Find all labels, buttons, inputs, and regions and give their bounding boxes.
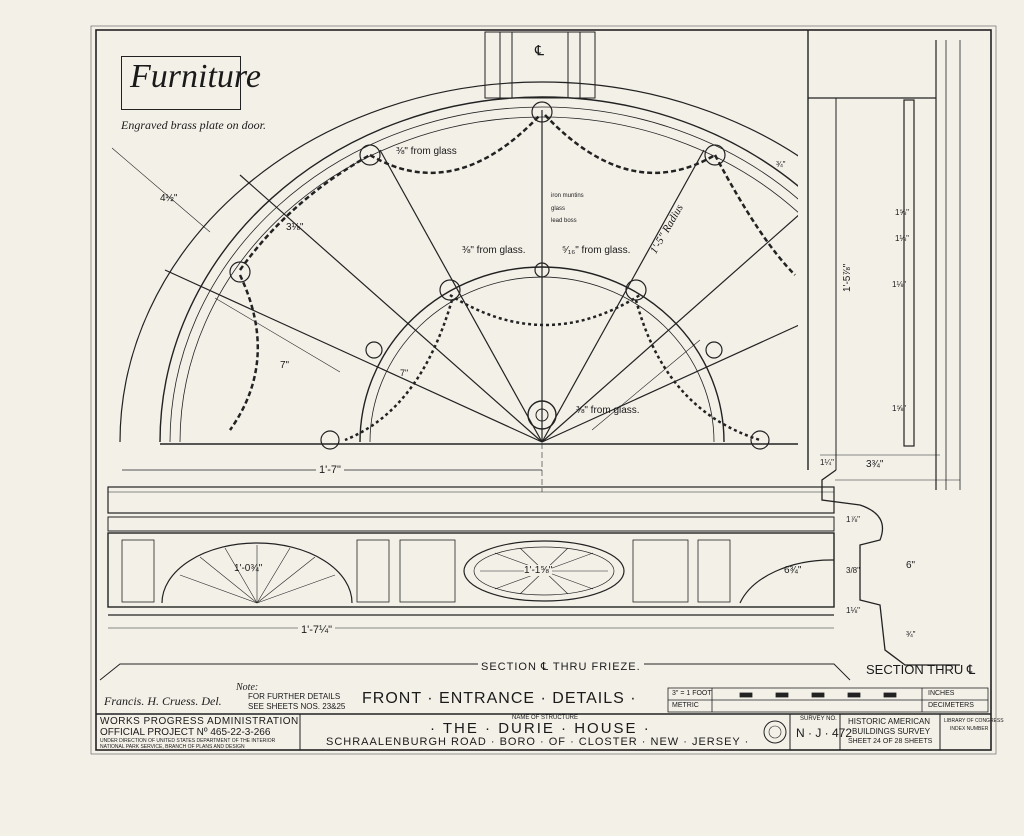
dim-fan-right: 6¾" xyxy=(784,565,802,576)
note-from-glass-1: ⅜" from glass xyxy=(396,146,457,157)
furniture-box xyxy=(121,56,241,110)
scale-row2: METRIC xyxy=(672,702,699,709)
survey-number: N · J · 472 xyxy=(796,726,853,740)
agency-line4: NATIONAL PARK SERVICE, BRANCH OF PLANS A… xyxy=(100,744,245,750)
survey-line1: HISTORIC AMERICAN xyxy=(848,717,931,726)
scale-unit1: INCHES xyxy=(928,690,955,697)
dim-oval: 1'-1⅝" xyxy=(524,565,553,576)
section-dim-width: 3¾" xyxy=(866,459,884,470)
section-dim-small-2: 1⅞" xyxy=(846,515,860,524)
section-dim-small-3: 3/8" xyxy=(846,566,860,575)
dim-fan-width: 1'-7" xyxy=(316,464,344,476)
dim-span: 1'-7¼" xyxy=(298,624,336,636)
note-glass: glass xyxy=(551,206,566,212)
structure-caption: NAME OF STRUCTURE xyxy=(512,715,578,721)
scale-bar xyxy=(667,687,989,713)
section-dim-top-2: 1⅛" xyxy=(895,234,909,243)
agency-line1: WORKS PROGRESS ADMINISTRATION xyxy=(100,716,299,727)
section-dim-small-1: 1¼" xyxy=(820,458,834,467)
agency-line3: UNDER DIRECTION OF UNITED STATES DEPARTM… xyxy=(100,738,276,744)
note-from-glass-3: ⁵⁄₁₆" from glass. xyxy=(562,245,631,256)
note-lead-boss: lead boss xyxy=(551,218,577,224)
note-line2: SEE SHEETS NOS. 23&25 xyxy=(248,702,346,711)
note-from-glass-2: ⅜" from glass. xyxy=(462,245,526,256)
library-line1: LIBRARY OF CONGRESS xyxy=(944,718,1004,724)
survey-caption: SURVEY NO. xyxy=(800,716,837,722)
section-thru-cl xyxy=(807,30,961,666)
dim-spoke: 3⅛" xyxy=(286,222,304,233)
furniture-label: Furniture xyxy=(130,58,261,95)
dim-radius-outer: 4½" xyxy=(160,193,178,204)
sheet-border xyxy=(95,29,992,751)
note-line1: FOR FURTHER DETAILS xyxy=(248,692,341,701)
sheet-info: SHEET 24 OF 28 SHEETS xyxy=(848,738,933,745)
structure-name: · THE · DURIE · HOUSE · xyxy=(430,720,651,737)
dim-fan-left: 1'-0¾" xyxy=(234,563,263,574)
section-label: SECTION THRU ℄ xyxy=(866,662,976,677)
structure-address: SCHRAALENBURGH ROAD · BORO · OF · CLOSTE… xyxy=(326,736,750,748)
title-block-frame xyxy=(96,713,991,750)
section-dim-bot: 1⅝" xyxy=(892,404,906,413)
section-dim-small-4: 1⅛" xyxy=(846,606,860,615)
section-dim-small-5: ¾" xyxy=(906,630,916,639)
section-dim-top-1: 1⅝" xyxy=(895,208,909,217)
delineator: Francis. H. Cruess. Del. xyxy=(104,694,222,708)
note-muntins: iron muntins xyxy=(551,193,584,199)
furniture-note: Engraved brass plate on door. xyxy=(121,118,266,132)
note-from-glass-4: ⅜" from glass. xyxy=(576,405,640,416)
note-heading: Note: xyxy=(236,682,259,693)
section-dim-mid: 1⅛" xyxy=(892,280,906,289)
section-dim-height: 1'-5⅞" xyxy=(842,263,853,292)
dim-lower-2: 7" xyxy=(400,368,409,378)
section-dim-6: 6" xyxy=(906,560,916,571)
scale-row1: 3" = 1 FOOT xyxy=(672,690,712,697)
keystone xyxy=(484,31,596,99)
drawing-title: FRONT · ENTRANCE · DETAILS · xyxy=(362,690,637,707)
survey-line2: BUILDINGS SURVEY xyxy=(852,727,931,736)
library-line2: INDEX NUMBER xyxy=(950,726,989,732)
dim-lower: 7" xyxy=(280,360,290,371)
scale-unit2: DECIMETERS xyxy=(928,702,974,709)
frieze-section-label: SECTION ℄ THRU FRIEZE. xyxy=(478,660,644,673)
frieze xyxy=(99,486,851,681)
agency-line2: OFFICIAL PROJECT Nº 465-22-3-266 xyxy=(100,727,271,738)
centerline-mark: ℄ xyxy=(535,42,544,58)
dim-top: ¾" xyxy=(776,160,786,169)
